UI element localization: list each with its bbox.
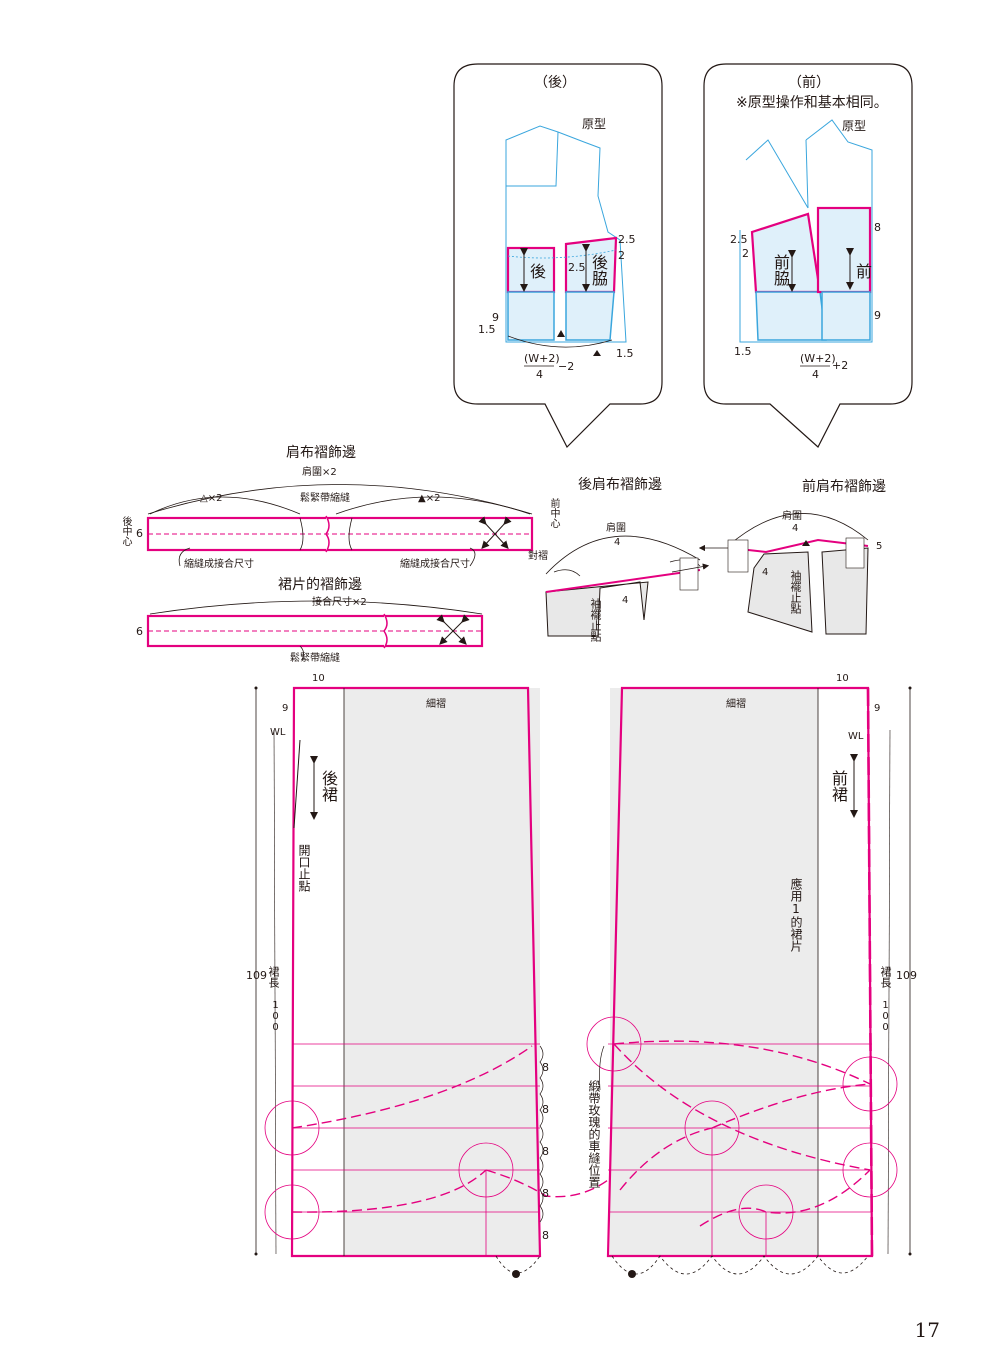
front-skirt-m-9: 9 bbox=[874, 703, 881, 714]
back-skirt-length-label: 裙長 bbox=[267, 966, 280, 988]
back-skirt-spacing: 8 bbox=[542, 1103, 549, 1116]
front-callout-bubble bbox=[703, 63, 913, 448]
back-formula-num: (W+2) bbox=[524, 352, 560, 365]
front-shoulder-sleeve-stop: 袖襬止點 bbox=[789, 570, 802, 614]
front-center-label: 前 bbox=[856, 262, 873, 281]
back-prototype-label: 原型 bbox=[582, 117, 607, 131]
back-skirt-spacing: 8 bbox=[542, 1229, 549, 1242]
back-center-label: 後 bbox=[530, 262, 547, 281]
front-skirt-top-10: 10 bbox=[836, 673, 849, 684]
back-skirt-label: 後裙 bbox=[319, 770, 338, 802]
back-side-label: 後脇 bbox=[589, 254, 608, 286]
skirt-ruffle-width-6: 6 bbox=[136, 625, 143, 638]
front-shoulder-ruffle bbox=[671, 513, 869, 635]
back-m-2: 2 bbox=[618, 249, 625, 262]
front-skirt-fine-pleat: 細褶 bbox=[726, 699, 746, 710]
front-skirt-length-label: 裙長 bbox=[879, 966, 892, 988]
shoulder-shrink-left: 縮縫成接合尺寸 bbox=[184, 559, 254, 570]
skirt-ruffle-title: 裙片的褶飾邊 bbox=[278, 577, 362, 593]
back-formula-den: 4 bbox=[536, 368, 543, 381]
back-skirt-wl: WL bbox=[270, 727, 286, 738]
back-shoulder-ruffle bbox=[545, 535, 701, 637]
shoulder-width-6: 6 bbox=[136, 527, 143, 540]
back-skirt-top-10: 10 bbox=[312, 673, 325, 684]
front-m-9: 9 bbox=[874, 309, 881, 322]
shoulder-tri-x2: △×2 bbox=[200, 493, 223, 504]
front-skirt-label: 前裙 bbox=[829, 770, 848, 802]
front-shoulder-m-5: 5 bbox=[876, 541, 883, 552]
back-skirt-opening-stop: 開口止點 bbox=[297, 844, 311, 892]
back-skirt-spacing: 8 bbox=[542, 1061, 549, 1074]
back-m-2-5-top: 2.5 bbox=[618, 233, 636, 246]
back-shoulder-m-4: 4 bbox=[622, 595, 629, 606]
front-m-8: 8 bbox=[874, 221, 881, 234]
shoulder-shrink-right: 縮縫成接合尺寸 bbox=[400, 559, 470, 570]
front-formula-den: 4 bbox=[812, 368, 819, 381]
back-shoulder-sleeve-stop: 袖襬止點 bbox=[589, 598, 602, 642]
front-skirt-panel bbox=[586, 686, 912, 1278]
back-shoulder-title: 後肩布褶飾邊 bbox=[578, 477, 662, 493]
front-m-2-5: 2.5 bbox=[730, 233, 748, 246]
page-number: 17 bbox=[914, 1318, 940, 1342]
shoulder-loose-stitch: 鬆緊帶縮縫 bbox=[300, 493, 350, 504]
front-shoulder-title: 前肩布褶飾邊 bbox=[802, 479, 886, 495]
back-skirt-panel bbox=[254, 686, 609, 1278]
shoulder-filled-tri-x2: ▲×2 bbox=[418, 493, 441, 504]
front-shoulder-m-4: 4 bbox=[762, 567, 769, 578]
shoulder-armhole-x2: 肩圍×2 bbox=[302, 467, 337, 478]
back-formula-tail: −2 bbox=[558, 360, 575, 373]
skirt-ruffle-loose-stitch: 鬆緊帶縮縫 bbox=[290, 653, 340, 664]
skirt-ruffle-strip bbox=[146, 600, 484, 661]
back-skirt-total: 109 bbox=[246, 969, 267, 982]
back-shoulder-armhole: 肩圍 bbox=[606, 523, 626, 534]
front-side-label: 前脇 bbox=[771, 254, 790, 286]
shoulder-ruffle-title: 肩布褶飾邊 bbox=[286, 445, 356, 461]
front-m-1-5: 1.5 bbox=[734, 345, 752, 358]
back-m-9: 9 bbox=[492, 311, 499, 324]
front-center-block bbox=[816, 206, 872, 294]
back-skirt-m-9: 9 bbox=[282, 703, 289, 714]
back-shoulder-armhole-div: 4 bbox=[614, 537, 621, 548]
back-m-2-5-mid: 2.5 bbox=[568, 261, 586, 274]
front-shoulder-armhole-div: 4 bbox=[792, 523, 799, 534]
shoulder-ruffle-strip bbox=[146, 484, 534, 567]
front-skirt-length-value: 100 bbox=[880, 1000, 891, 1033]
front-shoulder-armhole: 肩圍 bbox=[782, 511, 802, 522]
front-skirt-wl: WL bbox=[848, 731, 864, 742]
skirt-ruffle-join-x2: 接合尺寸×2 bbox=[312, 597, 367, 608]
front-m-2: 2 bbox=[742, 247, 749, 260]
back-skirt-spacing: 8 bbox=[542, 1145, 549, 1158]
shoulder-front-center: 前中心 bbox=[548, 498, 559, 528]
front-prototype-label: 原型 bbox=[842, 119, 867, 133]
front-callout-note: ※原型操作和基本相同。 bbox=[736, 95, 888, 111]
front-skirt-rose-position: 緞帶玫瑰的車縫位置 bbox=[587, 1080, 601, 1188]
front-skirt-apply-note: 應用1的裙片 bbox=[789, 878, 803, 952]
back-skirt-fine-pleat: 細褶 bbox=[426, 699, 446, 710]
back-m-1-5-right: 1.5 bbox=[616, 347, 634, 360]
back-m-1-5-left: 1.5 bbox=[478, 323, 496, 336]
back-skirt-length-value: 100 bbox=[270, 1000, 281, 1033]
front-formula-tail: +2 bbox=[832, 359, 849, 372]
shoulder-fold: 對褶 bbox=[528, 551, 548, 562]
back-callout-bubble bbox=[453, 63, 663, 449]
front-callout-title: （前） bbox=[788, 75, 830, 91]
front-formula-num: (W+2) bbox=[800, 352, 836, 365]
back-callout-title: （後） bbox=[534, 75, 576, 91]
front-skirt-total: 109 bbox=[896, 969, 917, 982]
back-skirt-spacing: 8 bbox=[542, 1187, 549, 1200]
shoulder-back-center: 後中心 bbox=[120, 516, 131, 546]
